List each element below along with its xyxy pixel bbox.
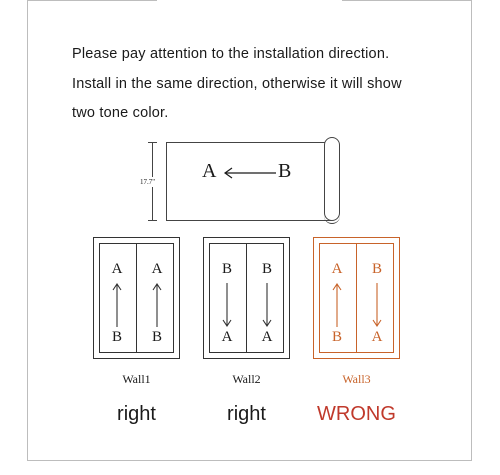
frame-left-line	[27, 0, 28, 461]
panel-2-top-letter: B	[371, 261, 382, 277]
wall-panel-divider	[136, 243, 137, 353]
wall-1-diagram: A B A B	[93, 237, 180, 359]
roll-letter-a: A	[202, 160, 217, 182]
wall-panel-divider	[356, 243, 357, 353]
wall-outer-frame	[203, 237, 290, 359]
instruction-line-1: Please pay attention to the installation…	[72, 46, 390, 62]
panel-1-top-letter: B	[221, 261, 232, 277]
up-arrow-icon	[332, 283, 342, 327]
panel-2-bottom-letter: B	[151, 329, 162, 345]
panel-2-bottom-letter: A	[261, 329, 273, 345]
wall-1-verdict: right	[117, 403, 156, 425]
frame-top-right-line	[342, 0, 472, 1]
wall-3-diagram: A B B A	[313, 237, 400, 359]
wall-outer-frame	[93, 237, 180, 359]
panel-1-bottom-letter: B	[331, 329, 342, 345]
down-arrow-icon	[262, 283, 272, 327]
roll-tube	[324, 137, 340, 221]
frame-bottom-line	[27, 460, 472, 461]
wall-2-label: Wall2	[232, 372, 261, 386]
panel-2-top-letter: A	[151, 261, 163, 277]
wall-1-label: Wall1	[122, 372, 151, 386]
roll-letter-b: B	[278, 160, 292, 182]
wall-panel-divider	[246, 243, 247, 353]
up-arrow-icon	[152, 283, 162, 327]
instruction-line-3: two tone color.	[72, 105, 169, 121]
height-dimension-label: 17.7"	[140, 177, 156, 187]
height-dimension-bottom-tick	[148, 220, 157, 221]
frame-top-left-line	[27, 0, 157, 1]
frame-right-line	[471, 0, 472, 461]
instruction-line-2: Install in the same direction, otherwise…	[72, 76, 402, 92]
wall-3-verdict: WRONG	[317, 403, 396, 425]
panel-1-bottom-letter: B	[111, 329, 122, 345]
roll-tube-end	[324, 212, 340, 224]
panel-1-top-letter: A	[111, 261, 123, 277]
height-dimension-top-tick	[148, 142, 157, 143]
down-arrow-icon	[372, 283, 382, 327]
unrolled-sheet	[166, 142, 332, 221]
left-arrow-icon	[223, 167, 276, 179]
up-arrow-icon	[112, 283, 122, 327]
panel-1-bottom-letter: A	[221, 329, 233, 345]
wall-2-verdict: right	[227, 403, 266, 425]
panel-2-bottom-letter: A	[371, 329, 383, 345]
down-arrow-icon	[222, 283, 232, 327]
panel-1-top-letter: A	[331, 261, 343, 277]
wall-2-diagram: B A B A	[203, 237, 290, 359]
wall-outer-frame	[313, 237, 400, 359]
wall-3-label: Wall3	[342, 372, 371, 386]
panel-2-top-letter: B	[261, 261, 272, 277]
